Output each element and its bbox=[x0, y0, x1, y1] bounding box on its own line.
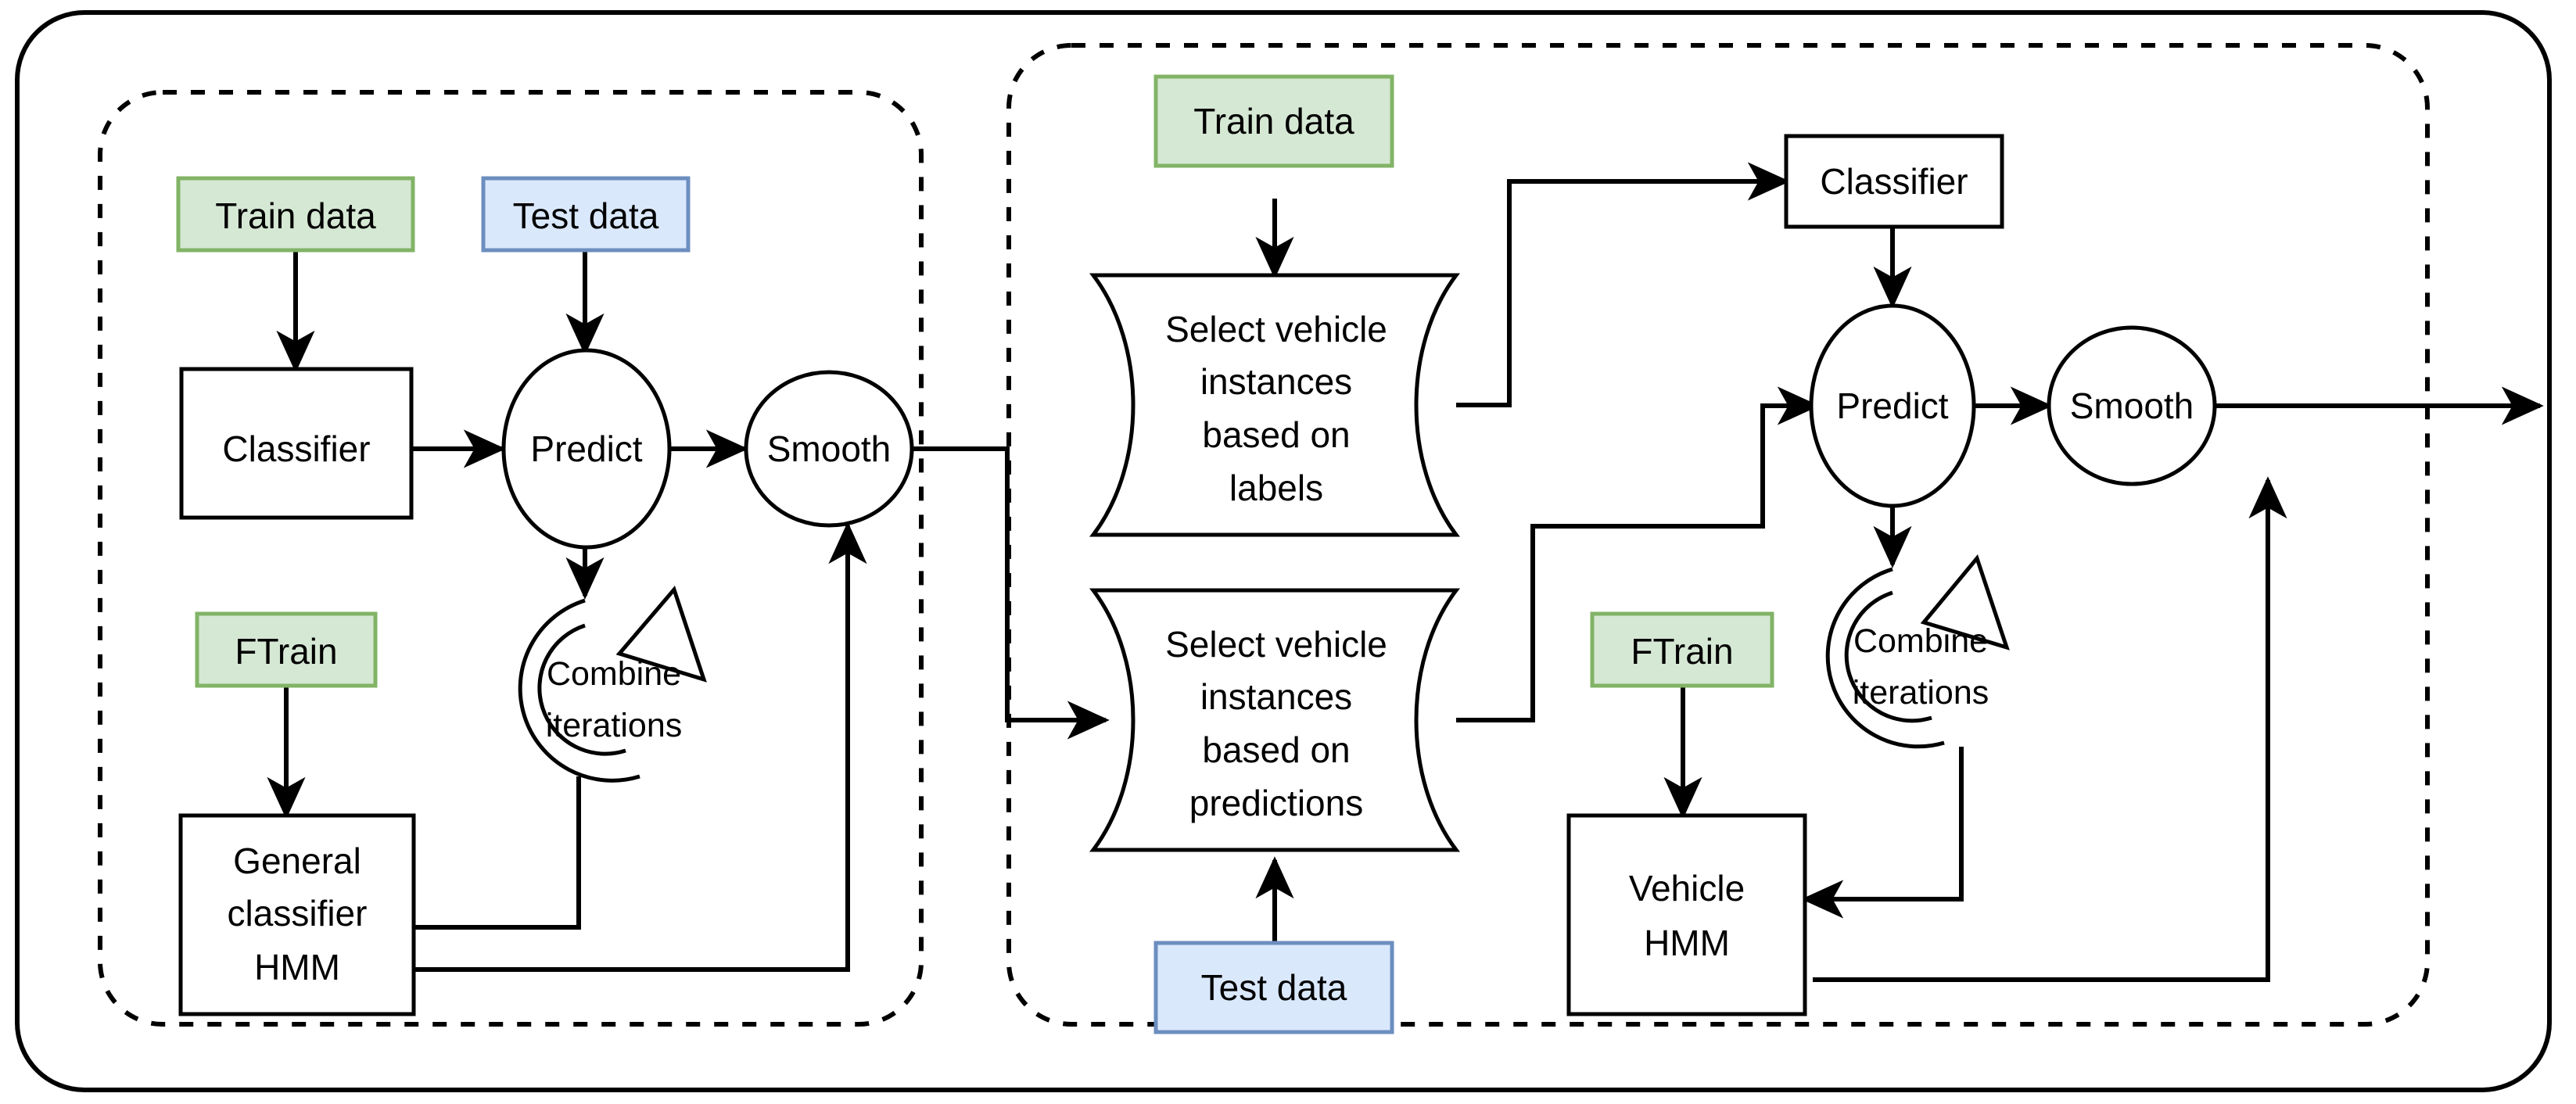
vehicle-hmm-label-line2: HMM bbox=[1644, 923, 1730, 963]
select-by-labels-line4: labels bbox=[1229, 468, 1323, 508]
combine-loop-inner-ring-stage1 bbox=[537, 623, 626, 756]
combine-loop-inner-ring-stage2 bbox=[1844, 590, 1932, 723]
ftrain-label-stage2: FTrain bbox=[1631, 631, 1733, 672]
node-predict-stage1[interactable]: Predict bbox=[501, 348, 672, 550]
hmm-label-line2-stage1: classifier bbox=[228, 893, 368, 934]
select-by-labels-line2: instances bbox=[1200, 361, 1352, 402]
node-smooth-stage1[interactable]: Smooth bbox=[744, 370, 914, 528]
node-general-classifier-hmm[interactable]: General classifier HMM bbox=[178, 813, 416, 1016]
edge-combine2-to-vehicle-hmm bbox=[1801, 747, 1964, 919]
select-by-labels-line3: based on bbox=[1202, 414, 1350, 455]
node-classifier-stage2[interactable]: Classifier bbox=[1784, 134, 2004, 229]
node-predict-stage2[interactable]: Predict bbox=[1809, 303, 1976, 508]
node-ftrain-stage1[interactable]: FTrain bbox=[195, 611, 378, 688]
combine-label-line2-stage2: iterations bbox=[1853, 674, 1989, 712]
combine-loop-arrowhead-stage1 bbox=[615, 586, 707, 683]
node-vehicle-hmm[interactable]: Vehicle HMM bbox=[1566, 813, 1807, 1016]
edge-select-labels-to-classifier bbox=[1456, 162, 1790, 407]
edge-hmm-to-smooth bbox=[414, 522, 867, 972]
node-test-data-stage1[interactable]: Test data bbox=[481, 176, 691, 253]
stage-1-container bbox=[98, 90, 924, 1027]
select-by-predictions-line3: based on bbox=[1202, 729, 1350, 770]
hmm-label-line3-stage1: HMM bbox=[254, 947, 340, 988]
node-ftrain-stage2[interactable]: FTrain bbox=[1590, 611, 1774, 688]
predict-label-stage2: Predict bbox=[1836, 385, 1948, 426]
node-combine-iterations-stage2: Combine iterations bbox=[1825, 554, 2010, 749]
edge-vehicle-hmm-to-smooth bbox=[1813, 476, 2287, 982]
node-select-by-labels[interactable]: Select vehicle instances based on labels bbox=[1089, 273, 1461, 537]
select-by-predictions-line1: Select vehicle bbox=[1165, 624, 1387, 665]
select-by-labels-shape bbox=[1089, 273, 1461, 537]
train-data-label-stage2: Train data bbox=[1193, 101, 1354, 142]
combine-loop-arrowhead-stage2 bbox=[1920, 554, 2010, 651]
node-train-data-stage1[interactable]: Train data bbox=[176, 176, 415, 253]
stage-2-container bbox=[1006, 43, 2430, 1027]
combine-label-line1-stage2: Combine bbox=[1853, 622, 1988, 660]
train-data-label-stage1: Train data bbox=[215, 195, 376, 236]
ftrain-label-stage1: FTrain bbox=[235, 631, 337, 672]
edge-smooth-to-select-predictions bbox=[912, 446, 1110, 740]
node-test-data-stage2[interactable]: Test data bbox=[1153, 941, 1394, 1034]
smooth-label-stage2: Smooth bbox=[2070, 385, 2194, 426]
smooth-label-stage1: Smooth bbox=[767, 428, 892, 469]
combine-loop-outer-ring-stage1 bbox=[518, 598, 640, 783]
node-smooth-stage2[interactable]: Smooth bbox=[2047, 325, 2217, 486]
select-by-predictions-line4: predictions bbox=[1189, 783, 1363, 823]
test-data-label-stage1: Test data bbox=[513, 195, 659, 236]
select-by-predictions-shape bbox=[1089, 588, 1461, 852]
test-data-label-stage2: Test data bbox=[1201, 967, 1347, 1008]
classifier-label-stage2: Classifier bbox=[1820, 161, 1968, 202]
node-combine-iterations-stage1: Combine iterations bbox=[518, 586, 707, 783]
select-by-labels-line1: Select vehicle bbox=[1165, 309, 1387, 349]
node-train-data-stage2[interactable]: Train data bbox=[1153, 74, 1394, 168]
predict-label-stage1: Predict bbox=[530, 428, 642, 469]
combine-label-line2-stage1: iterations bbox=[546, 707, 682, 744]
node-classifier-stage1[interactable]: Classifier bbox=[179, 367, 414, 520]
combine-label-line1-stage1: Combine bbox=[547, 655, 681, 693]
classifier-label-stage1: Classifier bbox=[222, 428, 370, 469]
vehicle-hmm-label-line1: Vehicle bbox=[1629, 868, 1745, 909]
edge-select-predictions-to-predict bbox=[1456, 386, 1820, 722]
outer-container bbox=[15, 10, 2552, 1092]
hmm-label-line1-stage1: General bbox=[233, 841, 361, 881]
select-by-predictions-line2: instances bbox=[1200, 676, 1352, 717]
combine-loop-outer-ring-stage2 bbox=[1825, 567, 1945, 749]
node-select-by-predictions[interactable]: Select vehicle instances based on predic… bbox=[1089, 588, 1461, 852]
